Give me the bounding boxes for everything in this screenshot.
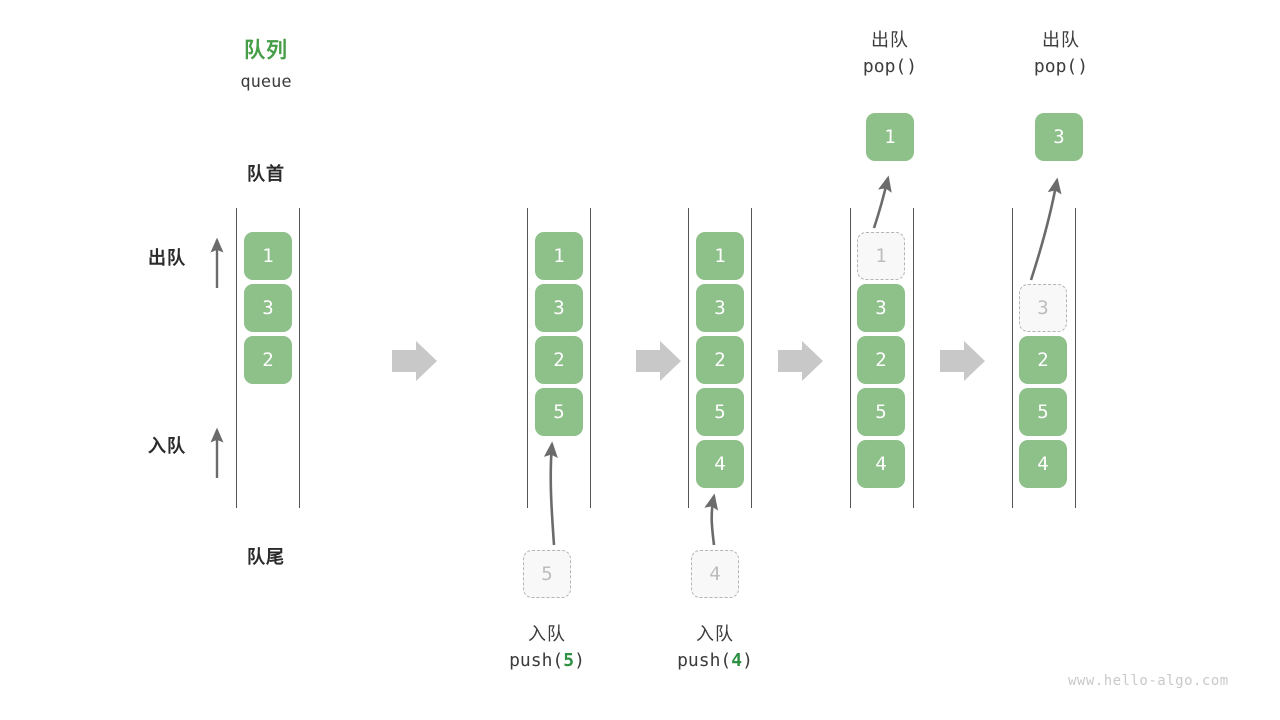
queue-cell: 2 — [696, 336, 744, 384]
queue-rail-right — [590, 208, 591, 508]
front-label: 队首 — [247, 164, 285, 185]
code-arg: 5 — [563, 650, 575, 672]
queue-title-cn: 队列 — [244, 38, 288, 62]
dequeue-direction-label: 出队 — [148, 248, 186, 269]
step-caption-push-5: 入队 push(5) — [467, 622, 627, 674]
popped-element: 1 — [866, 113, 914, 161]
push-5-arrow-icon — [543, 441, 558, 546]
pop-3-arrow-icon — [1029, 177, 1062, 281]
queue-cell: 5 — [696, 388, 744, 436]
queue-rail-left — [236, 208, 237, 508]
queue-cell: 5 — [535, 388, 583, 436]
popped-element: 3 — [1035, 113, 1083, 161]
code-post: ) — [906, 56, 918, 78]
code-post: ) — [742, 650, 753, 672]
queue-cell: 5 — [1019, 388, 1067, 436]
step-caption-cn: 出队 — [1042, 30, 1080, 51]
step-caption-pop-1: 出队 pop() — [810, 28, 970, 80]
code-pre: push( — [677, 650, 732, 672]
queue-cell: 4 — [1019, 440, 1067, 488]
step-caption-push-4: 入队 push(4) — [635, 622, 795, 674]
step-caption-code: push(5) — [467, 648, 627, 674]
queue-rail-right — [751, 208, 752, 508]
transition-arrow-icon — [636, 341, 681, 381]
rear-label: 队尾 — [247, 547, 285, 568]
queue-cell: 4 — [857, 440, 905, 488]
enqueue-direction-label: 入队 — [148, 436, 186, 457]
queue-cell: 1 — [535, 232, 583, 280]
step-caption-cn: 入队 — [696, 624, 734, 645]
transition-arrow-icon — [778, 341, 823, 381]
queue-cell: 4 — [696, 440, 744, 488]
step-caption-cn: 出队 — [871, 30, 909, 51]
watermark: www.hello-algo.com — [1068, 673, 1229, 689]
queue-rail-right — [1075, 208, 1076, 508]
step-caption-cn: 入队 — [528, 624, 566, 645]
queue-cell: 3 — [244, 284, 292, 332]
queue-cell: 1 — [696, 232, 744, 280]
incoming-element: 4 — [691, 550, 739, 598]
step-caption-pop-3: 出队 pop() — [981, 28, 1141, 80]
queue-rail-left — [688, 208, 689, 508]
queue-cell: 2 — [857, 336, 905, 384]
pop-1-arrow-icon — [872, 175, 892, 229]
queue-rail-right — [913, 208, 914, 508]
code-arg: 4 — [731, 650, 743, 672]
queue-cell: 2 — [244, 336, 292, 384]
step-caption-code: pop() — [981, 54, 1141, 80]
code-post: ) — [1077, 56, 1089, 78]
transition-arrow-icon — [940, 341, 985, 381]
queue-cell: 2 — [535, 336, 583, 384]
queue-cell: 3 — [857, 284, 905, 332]
queue-rail-right — [299, 208, 300, 508]
queue-rail-left — [1012, 208, 1013, 508]
push-4-arrow-icon — [704, 493, 719, 546]
incoming-element: 5 — [523, 550, 571, 598]
code-pre: pop( — [1033, 56, 1078, 78]
step-caption-code: pop() — [810, 54, 970, 80]
queue-cell: 3 — [696, 284, 744, 332]
step-caption-code: push(4) — [635, 648, 795, 674]
transition-arrow-icon — [392, 341, 437, 381]
queue-title-en: queue — [240, 72, 292, 92]
queue-cell: 2 — [1019, 336, 1067, 384]
code-pre: pop( — [862, 56, 907, 78]
queue-cell: 1 — [244, 232, 292, 280]
code-pre: push( — [509, 650, 564, 672]
queue-cell: 3 — [1019, 284, 1067, 332]
queue-cell: 1 — [857, 232, 905, 280]
code-post: ) — [574, 650, 585, 672]
queue-cell: 5 — [857, 388, 905, 436]
queue-cell: 3 — [535, 284, 583, 332]
queue-rail-left — [850, 208, 851, 508]
queue-rail-left — [527, 208, 528, 508]
